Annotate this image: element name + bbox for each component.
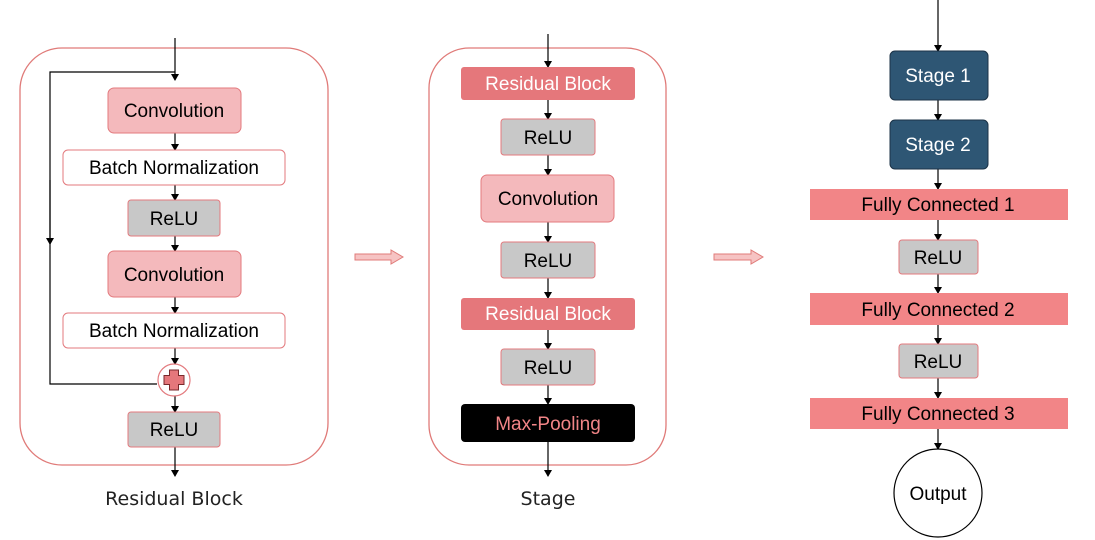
relu-label: ReLU [914, 352, 963, 373]
conv-label: Convolution [124, 101, 224, 122]
conv-node: Convolution [107, 250, 242, 298]
residual-block-node: Residual Block [461, 298, 635, 330]
residual-block-label: Residual Block [485, 304, 611, 325]
residual-block-caption: Residual Block [105, 488, 243, 510]
relu-label: ReLU [914, 248, 963, 269]
batch-norm-node: Batch Normalization [62, 149, 286, 186]
residual-block-panel: Convolution Batch Normalization ReLU Con… [19, 38, 329, 510]
max-pooling-label: Max-Pooling [495, 414, 601, 435]
network-panel: Stage 1 Stage 2 Fully Connected 1 ReLU F… [810, 0, 1068, 538]
residual-block-arrows [46, 38, 179, 477]
conv-node: Convolution [107, 87, 242, 134]
fully-connected-1-label: Fully Connected 1 [861, 195, 1014, 216]
output-label: Output [909, 484, 967, 505]
relu-node: ReLU [898, 343, 979, 379]
residual-block-node: Residual Block [461, 67, 635, 100]
fully-connected-3-node: Fully Connected 3 [810, 398, 1068, 429]
relu-node: ReLU [127, 411, 221, 448]
stage-2-node: Stage 2 [889, 119, 989, 170]
conv-label: Convolution [124, 265, 224, 286]
max-pooling-node: Max-Pooling [461, 404, 635, 442]
stage-caption: Stage [521, 488, 576, 510]
stage-1-label: Stage 1 [905, 66, 971, 87]
relu-label: ReLU [524, 128, 573, 149]
relu-label: ReLU [524, 358, 573, 379]
relu-label: ReLU [150, 420, 199, 441]
output-node: Output [893, 448, 983, 538]
fully-connected-2-label: Fully Connected 2 [861, 300, 1014, 321]
relu-label: ReLU [524, 251, 573, 272]
right-arrow-icon [354, 249, 404, 265]
relu-label: ReLU [150, 209, 199, 230]
stage-1-node: Stage 1 [889, 50, 989, 101]
batch-norm-label: Batch Normalization [89, 158, 259, 179]
batch-norm-label: Batch Normalization [89, 321, 259, 342]
relu-node: ReLU [500, 118, 596, 156]
relu-node: ReLU [898, 239, 979, 275]
right-arrow-icon [713, 249, 764, 265]
batch-norm-node: Batch Normalization [62, 312, 286, 349]
residual-block-label: Residual Block [485, 74, 611, 95]
relu-node: ReLU [500, 241, 596, 279]
conv-node: Convolution [480, 174, 615, 223]
fully-connected-2-node: Fully Connected 2 [810, 293, 1068, 325]
fully-connected-3-label: Fully Connected 3 [861, 404, 1014, 425]
fully-connected-1-node: Fully Connected 1 [810, 189, 1068, 220]
stage-2-label: Stage 2 [905, 135, 971, 156]
conv-label: Convolution [498, 189, 598, 210]
relu-node: ReLU [127, 199, 221, 237]
stage-panel: Residual Block ReLU Convolution ReLU Res… [428, 34, 667, 510]
plus-icon [157, 363, 191, 397]
relu-node: ReLU [500, 348, 596, 386]
